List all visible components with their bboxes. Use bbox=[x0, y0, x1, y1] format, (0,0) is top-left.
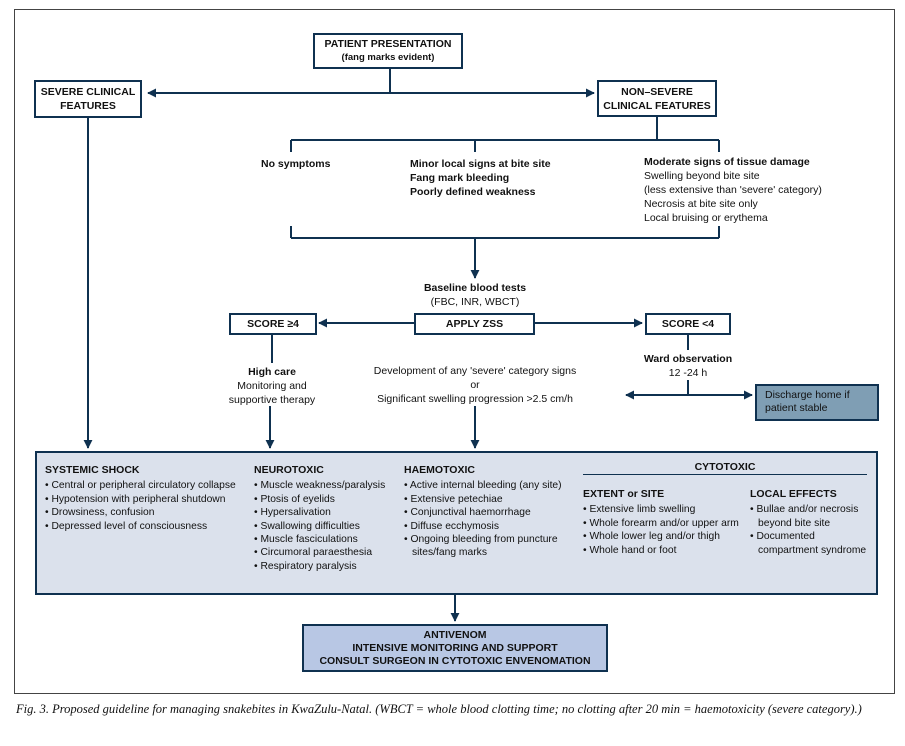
cytotoxic-local-column: LOCAL EFFECTS Bullae and/or necrosis bey… bbox=[750, 488, 874, 557]
haemotoxic-item: Active internal bleeding (any site) bbox=[404, 479, 579, 492]
minor-signs-text: Minor local signs at bite site Fang mark… bbox=[410, 157, 551, 199]
haemotoxic-item: Extensive petechiae bbox=[404, 493, 579, 506]
cytotoxic-title: CYTOTOXIC bbox=[694, 461, 756, 473]
nonsevere-features-box: NON–SEVERE CLINICAL FEATURES bbox=[597, 80, 717, 117]
local-item: Documented compartment syndrome bbox=[750, 530, 874, 557]
patient-presentation-box: PATIENT PRESENTATION (fang marks evident… bbox=[313, 33, 463, 69]
patient-line2: (fang marks evident) bbox=[341, 52, 435, 63]
neurotoxic-item: Muscle fasciculations bbox=[254, 533, 402, 546]
moderate-item: (less extensive than 'severe' category) bbox=[644, 184, 822, 196]
nonsevere-line1: NON–SEVERE bbox=[621, 85, 693, 98]
neurotoxic-item: Respiratory paralysis bbox=[254, 560, 402, 573]
haemotoxic-column: HAEMOTOXIC Active internal bleeding (any… bbox=[404, 464, 579, 560]
moderate-signs-text: Moderate signs of tissue damage Swelling… bbox=[644, 155, 844, 225]
moderate-item: Swelling beyond bite site bbox=[644, 170, 760, 182]
neurotoxic-item: Circumoral paraesthesia bbox=[254, 546, 402, 559]
systemic-item: Hypotension with peripheral shutdown bbox=[45, 493, 250, 506]
apply-zss-label: APPLY ZSS bbox=[445, 318, 504, 330]
moderate-item: Necrosis at bite site only bbox=[644, 198, 758, 210]
neurotoxic-column: NEUROTOXIC Muscle weakness/paralysis Pto… bbox=[254, 464, 402, 573]
minor-line3: Poorly defined weakness bbox=[410, 186, 536, 198]
no-symptoms-text: No symptoms bbox=[261, 158, 331, 170]
haemotoxic-item: Diffuse ecchymosis bbox=[404, 520, 579, 533]
minor-line1: Minor local signs at bite site bbox=[410, 158, 551, 170]
score-low-box: SCORE <4 bbox=[645, 313, 731, 335]
discharge-box: Discharge home if patient stable bbox=[755, 384, 879, 421]
score-high-label: SCORE ≥4 bbox=[247, 318, 299, 330]
systemic-shock-column: SYSTEMIC SHOCK Central or peripheral cir… bbox=[45, 464, 250, 533]
cytotoxic-extent-column: EXTENT or SITE Extensive limb swelling W… bbox=[583, 488, 748, 557]
haemotoxic-title: HAEMOTOXIC bbox=[404, 464, 475, 476]
extent-item: Whole lower leg and/or thigh bbox=[583, 530, 748, 543]
local-title: LOCAL EFFECTS bbox=[750, 488, 837, 500]
baseline-title: Baseline blood tests bbox=[423, 282, 527, 294]
high-care-text: High care Monitoring and supportive ther… bbox=[212, 365, 332, 407]
baseline-tests: Baseline blood tests (FBC, INR, WBCT) bbox=[395, 281, 555, 309]
figure-frame bbox=[14, 9, 895, 694]
haemotoxic-item: Ongoing bleeding from puncture sites/fan… bbox=[404, 533, 579, 560]
extent-item: Extensive limb swelling bbox=[583, 503, 748, 516]
antivenom-line2: INTENSIVE MONITORING AND SUPPORT bbox=[352, 641, 558, 654]
development-line1: Development of any 'severe' category sig… bbox=[373, 365, 577, 377]
score-low-label: SCORE <4 bbox=[661, 318, 715, 330]
extent-title: EXTENT or SITE bbox=[583, 488, 665, 500]
patient-line1: PATIENT PRESENTATION bbox=[324, 38, 452, 50]
antivenom-box: ANTIVENOM INTENSIVE MONITORING AND SUPPO… bbox=[302, 624, 608, 672]
neurotoxic-item: Swallowing difficulties bbox=[254, 520, 402, 533]
development-line3: Significant swelling progression >2.5 cm… bbox=[377, 393, 573, 405]
neurotoxic-title: NEUROTOXIC bbox=[254, 464, 324, 476]
systemic-item: Central or peripheral circulatory collap… bbox=[45, 479, 250, 492]
minor-line2: Fang mark bleeding bbox=[410, 172, 510, 184]
development-text: Development of any 'severe' category sig… bbox=[360, 364, 590, 406]
neurotoxic-item: Hypersalivation bbox=[254, 506, 402, 519]
local-item: Bullae and/or necrosis beyond bite site bbox=[750, 503, 874, 530]
apply-zss-box: APPLY ZSS bbox=[414, 313, 535, 335]
figure-caption: Fig. 3. Proposed guideline for managing … bbox=[16, 702, 862, 716]
discharge-line2: patient stable bbox=[765, 402, 828, 414]
antivenom-line3: CONSULT SURGEON IN CYTOTOXIC ENVENOMATIO… bbox=[319, 654, 591, 667]
high-care-line1: Monitoring and bbox=[237, 380, 307, 392]
systemic-item: Drowsiness, confusion bbox=[45, 506, 250, 519]
haemotoxic-item: Conjunctival haemorrhage bbox=[404, 506, 579, 519]
baseline-detail: (FBC, INR, WBCT) bbox=[430, 296, 520, 308]
high-care-line2: supportive therapy bbox=[228, 394, 316, 406]
systemic-item: Depressed level of consciousness bbox=[45, 520, 250, 533]
neurotoxic-item: Muscle weakness/paralysis bbox=[254, 479, 402, 492]
ward-time: 12 -24 h bbox=[668, 367, 708, 379]
extent-item: Whole hand or foot bbox=[583, 544, 748, 557]
antivenom-line1: ANTIVENOM bbox=[423, 628, 487, 641]
moderate-item: Local bruising or erythema bbox=[644, 212, 768, 224]
severe-features-box: SEVERE CLINICAL FEATURES bbox=[34, 80, 142, 118]
high-care-title: High care bbox=[248, 366, 296, 378]
moderate-title: Moderate signs of tissue damage bbox=[644, 156, 810, 168]
severe-line2: FEATURES bbox=[60, 100, 116, 112]
cytotoxic-divider bbox=[583, 474, 867, 475]
development-line2: or bbox=[470, 379, 480, 391]
neurotoxic-item: Ptosis of eyelids bbox=[254, 493, 402, 506]
cytotoxic-heading: CYTOTOXIC bbox=[583, 461, 867, 476]
score-high-box: SCORE ≥4 bbox=[229, 313, 317, 335]
ward-observation-text: Ward observation 12 -24 h bbox=[628, 352, 748, 380]
nonsevere-line2: CLINICAL FEATURES bbox=[603, 99, 711, 112]
ward-title: Ward observation bbox=[643, 353, 733, 365]
discharge-line1: Discharge home if bbox=[765, 389, 850, 401]
systemic-title: SYSTEMIC SHOCK bbox=[45, 464, 140, 476]
extent-item: Whole forearm and/or upper arm bbox=[583, 517, 748, 530]
severe-line1: SEVERE CLINICAL bbox=[40, 86, 136, 98]
